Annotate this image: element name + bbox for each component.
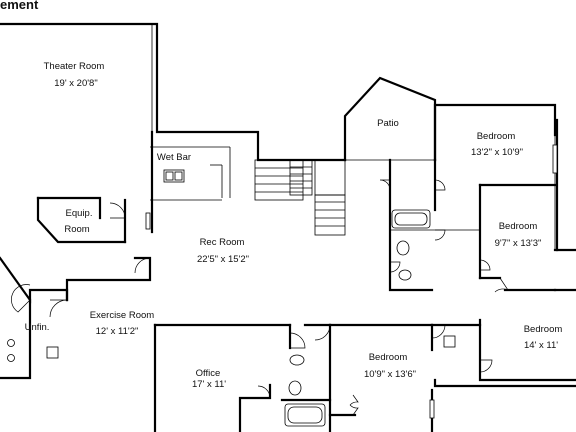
wet-bar-name: Wet Bar: [157, 152, 191, 163]
office-name: Office: [196, 368, 221, 379]
plan-heading: ement: [0, 0, 39, 12]
bedroom2-size: 9'7" x 13'3": [495, 238, 542, 249]
sink-icon: [289, 354, 305, 366]
office-size: 17' x 11': [192, 379, 226, 390]
unfinished-room-name: Unfin.: [25, 322, 50, 333]
rec-room-name: Rec Room: [200, 237, 245, 248]
equip-room-name: Equip.: [66, 208, 93, 219]
toilet-icon: [288, 380, 302, 396]
patio-name: Patio: [377, 118, 399, 129]
bedroom3-size: 14' x 11': [524, 340, 558, 351]
bedroom4-name: Bedroom: [369, 352, 408, 363]
theater-room-size: 19' x 20'8": [54, 78, 97, 89]
exercise-room-name: Exercise Room: [90, 310, 154, 321]
bedroom1-size: 13'2" x 10'9": [471, 147, 523, 158]
water-heater-icon: [7, 339, 15, 347]
bedroom1-name: Bedroom: [477, 131, 516, 142]
room-labels: Theater Room 19' x 20'8" Wet Bar Patio B…: [25, 61, 563, 390]
bedroom2-name: Bedroom: [499, 221, 538, 232]
toilet-icon: [396, 240, 410, 256]
equip-room-name-2: Room: [64, 224, 89, 235]
fixtures: [7, 144, 558, 427]
doors: [11, 179, 509, 416]
drain-icon: [46, 346, 59, 359]
rec-room-size: 22'5" x 15'2": [197, 254, 249, 265]
drain-icon: [443, 335, 456, 348]
water-heater-icon: [7, 354, 15, 362]
bedroom4-size: 10'9" x 13'6": [364, 369, 416, 380]
stairs: [254, 159, 346, 236]
bedroom3-name: Bedroom: [524, 324, 563, 335]
sink-icon: [398, 269, 412, 281]
theater-room-name: Theater Room: [44, 61, 105, 72]
thin-lines: [150, 24, 556, 250]
exercise-room-size: 12' x 11'2": [96, 326, 139, 337]
